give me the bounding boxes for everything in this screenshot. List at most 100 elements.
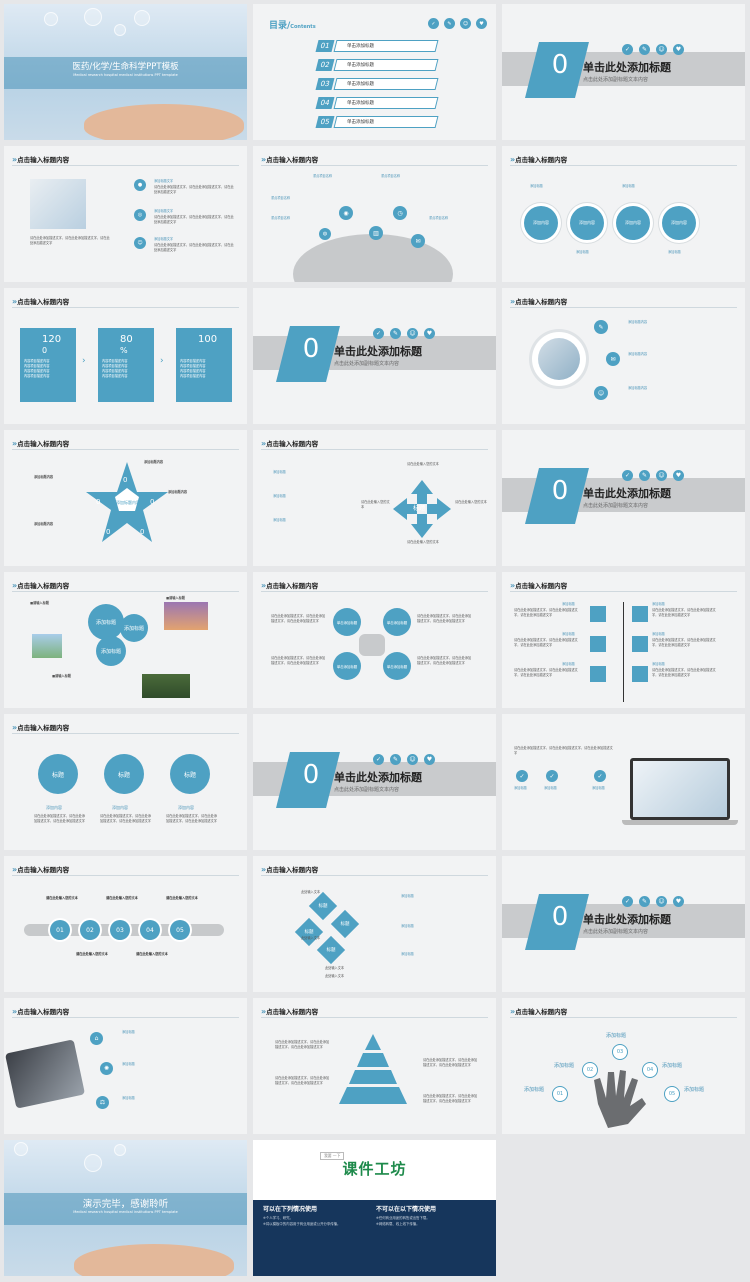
slide-header: »点击输入标题内容 <box>510 1006 567 1017</box>
slide-18[interactable]: 请在此处添加描述文字，请在此处添加描述文字，请在此处添加描述文字 ✓ ✓ ✓ 添… <box>502 714 745 850</box>
slide-13[interactable]: »点击输入标题内容 ■请输入标题 添加标题 添加标题 添加标题 ■请输入标题 ■… <box>4 572 247 708</box>
slide-16[interactable]: »点击输入标题内容 标题添加内容请在此处添加描述文字，请在此处添加描述文字，请在… <box>4 714 247 850</box>
diamond-text: 此处输入文本 <box>301 936 321 940</box>
slide-header: »点击输入标题内容 <box>261 154 318 165</box>
slide-12-section[interactable]: 0 ✓✎☺♥ 单击此处添加标题 点击此处添加副标题文本内容 <box>502 430 745 566</box>
slide-20[interactable]: »点击输入标题内容 标题标题标题标题此处输入文本此处输入文本此处输入文本此处输入… <box>253 856 496 992</box>
stat-line: 内容项目描述内容 <box>102 369 128 373</box>
step-text: 请在此处输入您的文本 <box>76 952 108 956</box>
stat-line: 内容项目描述内容 <box>24 369 50 373</box>
person-icon: ☺ <box>407 754 418 765</box>
landscape-photo <box>142 674 190 698</box>
check-icon: ✓ <box>594 770 606 782</box>
slide-header-text: 点击输入标题内容 <box>515 298 568 306</box>
header-divider <box>12 307 239 308</box>
laptop-base <box>622 820 738 825</box>
slide-14[interactable]: »点击输入标题内容 单击添加标题 单击添加标题 单击添加标题 单击添加标题 请在… <box>253 572 496 708</box>
globe-icon: ◍ <box>319 228 331 240</box>
star-num: 0 <box>140 528 145 536</box>
label: ■请输入标题 <box>30 601 49 605</box>
section-icons: ✓✎☺♥ <box>373 754 435 765</box>
slide-11[interactable]: »点击输入标题内容 添加标题 添加标题 添加标题 标题 请在此处输入您的文本 请… <box>253 430 496 566</box>
slide-5[interactable]: »点击输入标题内容 ◉ ▥ ◷ ✉ ◍ 重点项目名称 重点项目名称 重点项目名称… <box>253 146 496 282</box>
section-subtitle: 点击此处添加副标题文本内容 <box>334 787 400 793</box>
hand-label: 添加标题 <box>684 1087 705 1093</box>
header-divider <box>510 1017 737 1018</box>
star-num: 0 <box>106 528 111 536</box>
laptop-image <box>630 758 730 820</box>
stat-line: 内容项目描述内容 <box>180 359 206 363</box>
pen-icon: ✎ <box>390 328 401 339</box>
pyramid-label: 请在此处添加描述文字，请在此处添加描述文字，请在此处添加描述文字 <box>423 1094 478 1103</box>
slide-header: »点击输入标题内容 <box>261 1006 318 1017</box>
slide-21-section[interactable]: 0 ✓✎☺♥ 单击此处添加标题 点击此处添加副标题文本内容 <box>502 856 745 992</box>
slide-17-section[interactable]: 0 ✓✎☺♥ 单击此处添加标题 点击此处添加副标题文本内容 <box>253 714 496 850</box>
step-number: 02 <box>80 920 100 940</box>
slide-3-section[interactable]: 0 ✓✎☺♥ 单击此处添加标题 点击此处添加副标题文本内容 <box>502 4 745 140</box>
slide-22[interactable]: »点击输入标题内容 ⌂ 添加标题 ✺ 添加标题 ⚖ 添加标题 <box>4 998 247 1134</box>
section-title: 单击此处添加标题 <box>583 913 671 926</box>
section-number: 0 <box>302 334 320 364</box>
heart-icon: ♥ <box>424 328 435 339</box>
bubble: 添加标题 <box>88 604 124 640</box>
stat-line: 内容项目描述内容 <box>24 364 50 368</box>
slide-8-section[interactable]: 0 ✓✎☺♥ 单击此处添加标题 点击此处添加副标题文本内容 <box>253 288 496 424</box>
pyramid-label: 请在此处添加描述文字，请在此处添加描述文字，请在此处添加描述文字 <box>275 1040 330 1049</box>
stat-line: 内容项目描述内容 <box>24 374 50 378</box>
process-tag: 添加标题 <box>530 184 543 188</box>
check-icon: ✓ <box>373 754 384 765</box>
molecule-icon <box>134 10 150 26</box>
stat-box: 80%内容项目描述内容内容项目描述内容内容项目描述内容内容项目描述内容 <box>98 328 154 402</box>
slide-15[interactable]: »点击输入标题内容 添加标题请在此处添加描述文字，请在此处添加描述文字，请在此处… <box>502 572 745 708</box>
process-circle: 添加内容 <box>662 206 696 240</box>
intro-text: 请在此处添加描述文字，请在此处添加描述文字，请在此处添加描述文字 <box>514 746 613 755</box>
slide-header: »点击输入标题内容 <box>12 580 69 591</box>
tag: 添加标题 <box>273 494 286 498</box>
step-number: 01 <box>50 920 70 940</box>
slide-4[interactable]: »点击输入标题内容 请在此处添加描述文字，请在此处添加描述文字，请在此处添加描述… <box>4 146 247 282</box>
item-body: 请在此处添加描述文字，请在此处添加描述文字，请在此处添加描述文字 <box>154 215 234 224</box>
step-text: 请在此处输入您的文本 <box>136 952 168 956</box>
header-divider <box>510 165 737 166</box>
header-divider <box>261 591 488 592</box>
molecule-icon <box>44 12 58 26</box>
process-circle: 添加内容 <box>570 206 604 240</box>
step-label: 添加内容 <box>112 805 128 810</box>
doctor-photo <box>30 179 86 229</box>
tag: 添加标题 <box>273 518 286 522</box>
slide-1[interactable]: 医药/化学/生命科学PPT模板 Medical research hospita… <box>4 4 247 140</box>
diamond-label: 标题 <box>304 930 314 935</box>
quadrant-circle: 单击添加标题 <box>383 652 411 680</box>
hand-label: 添加标题 <box>554 1063 575 1069</box>
slide-6[interactable]: »点击输入标题内容 添加内容添加标题添加内容添加标题添加内容添加标题添加内容添加… <box>502 146 745 282</box>
slide-23[interactable]: »点击输入标题内容 请在此处添加描述文字，请在此处添加描述文字，请在此处添加描述… <box>253 998 496 1134</box>
slide-header: »点击输入标题内容 <box>12 154 69 165</box>
slide-header: »点击输入标题内容 <box>12 438 69 449</box>
slide-10[interactable]: »点击输入标题内容 添加标题内容 0 0 0 0 0 添加标题内容 添加标题内容… <box>4 430 247 566</box>
section-icons: ✓✎☺♥ <box>622 44 684 55</box>
toc-label: 单击添加标题 <box>347 63 374 68</box>
timeline-icon-box <box>590 666 606 682</box>
toc-title: 目录/Contents <box>269 18 316 31</box>
slide-header: »点击输入标题内容 <box>12 1006 69 1017</box>
slide-26[interactable]: 我要 一下 课件工坊 可以在下列情况使用 不可以在以下情况使用 ※个人学习、研究… <box>253 1140 496 1276</box>
center-label: 标题 <box>413 505 426 512</box>
section-title: 单击此处添加标题 <box>583 487 671 500</box>
slide-9[interactable]: »点击输入标题内容 ✎ 添加标题内容 ✉ 添加标题内容 ☺ 添加标题内容 <box>502 288 745 424</box>
arrow-label: 请在此处输入您的文本 <box>407 540 439 544</box>
timeline-text: 请在此处添加描述文字，请在此处添加描述文字，请在此处添加描述文字 <box>514 668 578 677</box>
tag: 添加标题 <box>401 924 414 928</box>
timeline-tag: 添加标题 <box>562 602 575 606</box>
slide-25[interactable]: 演示完毕，感谢聆听 Medical research hospital medi… <box>4 1140 247 1276</box>
section-icons: ✓✎☺♥ <box>373 328 435 339</box>
pen-icon: ✎ <box>444 18 455 29</box>
four-arrow-diagram <box>393 480 451 538</box>
project-label: 重点项目名称 <box>429 216 449 220</box>
